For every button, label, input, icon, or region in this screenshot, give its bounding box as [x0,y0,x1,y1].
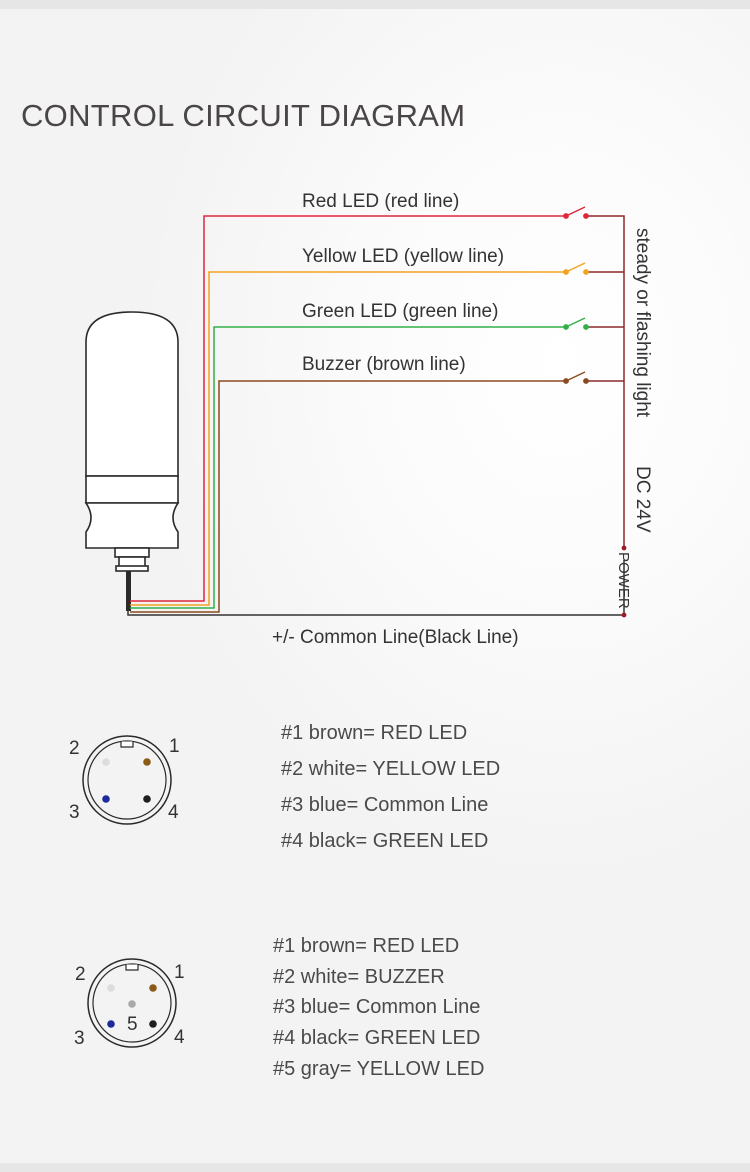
red-line-label: Red LED (red line) [302,191,459,212]
legend-item: #1 brown= RED LED [273,935,460,957]
legend-item: #3 blue= Common Line [281,794,489,816]
black-common-wire [127,560,625,616]
yellow-line-label: Yellow LED (yellow line) [302,246,504,267]
connector-4pin: 1 2 3 4 [69,735,180,825]
power-label: POWER [615,552,632,609]
green-line-label: Green LED (green line) [302,301,498,322]
pin-number-3: 3 [74,1028,85,1049]
pin-number-5: 5 [127,1014,138,1035]
power-terminals [621,545,627,618]
page-title: CONTROL CIRCUIT DIAGRAM [21,98,466,133]
legend-item: #1 brown= RED LED [281,722,468,744]
pin-number-2: 2 [69,738,80,759]
pin-3-blue [107,1020,115,1028]
red-switch-icon [563,206,589,219]
connector-4pin-legend: #1 brown= RED LED #2 white= YELLOW LED #… [281,719,500,863]
wires [127,215,625,616]
green-wire [130,326,566,609]
connector-5pin-legend: #1 brown= RED LED #2 white= BUZZER #3 bl… [273,932,484,1085]
legend-item: #2 white= BUZZER [273,965,445,988]
connector-5pin: 1 2 3 4 5 [74,958,185,1049]
pin-1-brown [143,758,151,766]
cable [126,571,131,611]
brown-wire [130,380,566,613]
pin-number-2: 2 [75,964,86,985]
legend-item: #2 white= YELLOW LED [281,758,501,780]
pin-number-1: 1 [169,736,180,757]
bottom-divider [0,1163,750,1172]
pin-3-blue [102,795,110,803]
legend-item: #5 gray= YELLOW LED [273,1057,485,1080]
yellow-switch-icon [563,262,589,275]
brown-switch-icon [563,371,589,384]
top-divider [0,0,750,9]
voltage-label: DC 24V [632,466,653,533]
common-line-label: +/- Common Line(Black Line) [272,627,519,648]
pin-number-3: 3 [69,802,80,823]
red-wire [130,215,566,602]
pin-2-white [102,758,110,766]
pin-number-1: 1 [174,962,185,983]
pin-4-black [143,795,151,803]
pin-5-gray [128,1000,136,1008]
pin-1-brown [149,984,157,992]
pin-2-white [107,984,115,992]
switches [563,206,589,384]
legend-item: #3 blue= Common Line [273,996,481,1019]
green-switch-icon [563,317,589,330]
mode-label: steady or flashing light [632,228,653,418]
buzzer-line-label: Buzzer (brown line) [302,354,466,375]
pin-4-black [149,1020,157,1028]
power-bus [588,215,625,548]
legend-item: #4 black= GREEN LED [273,1027,481,1050]
yellow-wire [130,271,566,606]
pin-number-4: 4 [168,802,179,823]
pin-number-4: 4 [174,1027,185,1048]
legend-item: #4 black= GREEN LED [281,830,489,852]
signal-tower-icon [84,311,180,572]
